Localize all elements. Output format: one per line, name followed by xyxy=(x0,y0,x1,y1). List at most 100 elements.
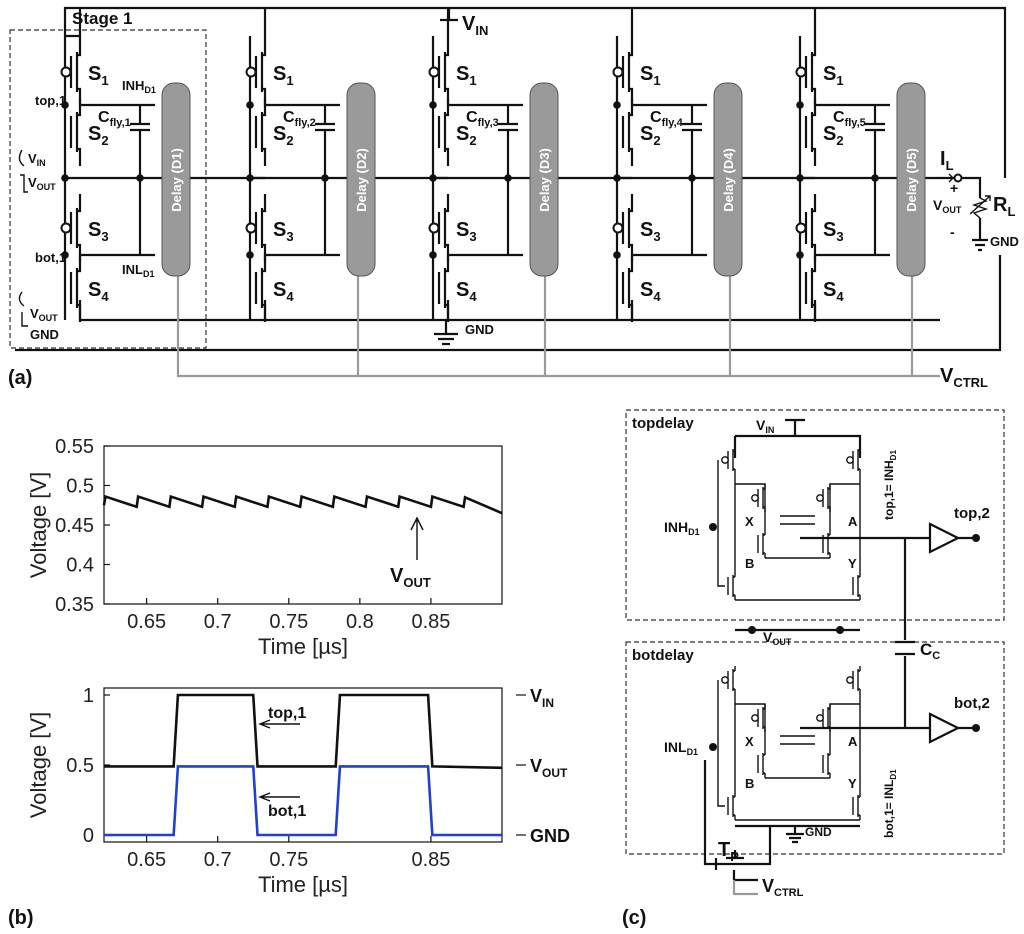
inl-label-c: INLD1 xyxy=(664,739,698,757)
transistor-body xyxy=(727,572,736,600)
switch-s4: S4 xyxy=(69,254,109,322)
delay-block xyxy=(713,82,743,277)
transistor-body xyxy=(852,572,861,600)
vctrl-label-c: VCTRL xyxy=(762,876,804,899)
xtick-label: 0.75 xyxy=(269,611,308,633)
nmos-y xyxy=(822,530,831,558)
junction-dot xyxy=(796,174,804,182)
switch-label: S3 xyxy=(823,219,844,244)
switch-body xyxy=(804,98,817,166)
switch-body xyxy=(437,38,450,106)
transistor-body xyxy=(757,750,766,778)
load-gnd-label: GND xyxy=(990,234,1019,249)
pmos-x xyxy=(751,704,766,732)
top2-node xyxy=(972,534,980,542)
transistor-body xyxy=(852,792,861,820)
junction-dot xyxy=(246,174,254,182)
delay-label: Delay (D4) xyxy=(721,148,736,212)
junction-dot xyxy=(504,174,512,182)
load-pmos-left xyxy=(721,666,736,694)
tp-transistor xyxy=(703,760,772,882)
junction-dot xyxy=(61,101,69,109)
cfly-capacitor xyxy=(130,105,150,255)
vout-waveform xyxy=(102,494,503,515)
top1-waveform xyxy=(104,693,503,770)
top-plot-xlabel: Time [µs] xyxy=(258,634,348,659)
pmos-bubble xyxy=(721,456,729,464)
switch-s1: S1 xyxy=(60,38,109,106)
switch-s3: S3 xyxy=(795,194,844,262)
delay-label: Delay (D3) xyxy=(537,148,552,212)
bottom-loop-wire xyxy=(15,255,1002,352)
vout-node-right xyxy=(836,626,844,634)
pmos-bubble xyxy=(428,222,440,234)
switch-label: S1 xyxy=(823,63,844,88)
switch-body xyxy=(804,254,817,322)
transistor-body xyxy=(822,530,831,558)
switch-body xyxy=(804,194,817,262)
pmos-bubble xyxy=(245,222,257,234)
load-pmos-right xyxy=(846,666,861,694)
switch-label: S2 xyxy=(456,123,477,148)
junction-dot xyxy=(796,251,804,259)
switch-body xyxy=(437,254,450,322)
switch-label: S4 xyxy=(640,279,661,304)
xtick-label: 0.65 xyxy=(127,611,166,633)
switch-body xyxy=(254,98,267,166)
node-label: Y xyxy=(848,556,857,571)
node-label: X xyxy=(745,734,754,749)
tail-nmos-right xyxy=(852,572,861,600)
vin-label-c: VIN xyxy=(756,417,774,435)
stage-nodes xyxy=(446,8,523,320)
junction-dot xyxy=(613,174,621,182)
switch-label: S2 xyxy=(640,123,661,148)
pmos-bubble xyxy=(846,676,854,684)
cross-coupled-gates xyxy=(780,735,815,745)
stage-1-label: Stage 1 xyxy=(72,9,132,28)
bot2-node xyxy=(972,724,980,732)
switch-label: S3 xyxy=(273,219,294,244)
xtick-label: 0.75 xyxy=(269,849,308,871)
pmos-bubble xyxy=(245,66,257,78)
junction-dot xyxy=(321,174,329,182)
pmos-bubble xyxy=(60,222,72,234)
junction-dot xyxy=(246,101,254,109)
top-plot-ylabel: Voltage [V] xyxy=(26,472,51,578)
transistor-body xyxy=(727,666,736,694)
delay-label: Delay (D5) xyxy=(904,148,919,212)
ytick-label: 0.45 xyxy=(55,515,94,537)
junction-dot xyxy=(871,174,879,182)
load-minus: - xyxy=(950,224,955,240)
load-variable-arrow xyxy=(969,195,991,215)
right-level-label: VOUT xyxy=(530,756,568,780)
switch-s2: S2 xyxy=(621,98,661,166)
switch-s4: S4 xyxy=(621,254,661,322)
switch-label: S4 xyxy=(456,279,477,304)
node-label: A xyxy=(848,734,858,749)
switch-s1: S1 xyxy=(795,38,844,106)
top-plot-axes xyxy=(103,445,503,605)
delay-block xyxy=(896,82,926,277)
load-wire xyxy=(962,176,988,252)
switch-s4: S4 xyxy=(254,254,294,322)
delay-label: Delay (D2) xyxy=(354,148,369,212)
pmos-bubble xyxy=(816,714,824,722)
switch-s1: S1 xyxy=(428,38,477,106)
junction-dot xyxy=(796,101,804,109)
switch-label: S2 xyxy=(823,123,844,148)
topdelay-label: topdelay xyxy=(632,415,694,432)
output-buffers xyxy=(928,522,975,744)
switch-s3: S3 xyxy=(428,194,477,262)
pmos-bubble xyxy=(428,66,440,78)
switch-s1: S1 xyxy=(245,38,294,106)
gnd-label-c: GND xyxy=(805,825,832,839)
switch-body xyxy=(69,38,82,106)
